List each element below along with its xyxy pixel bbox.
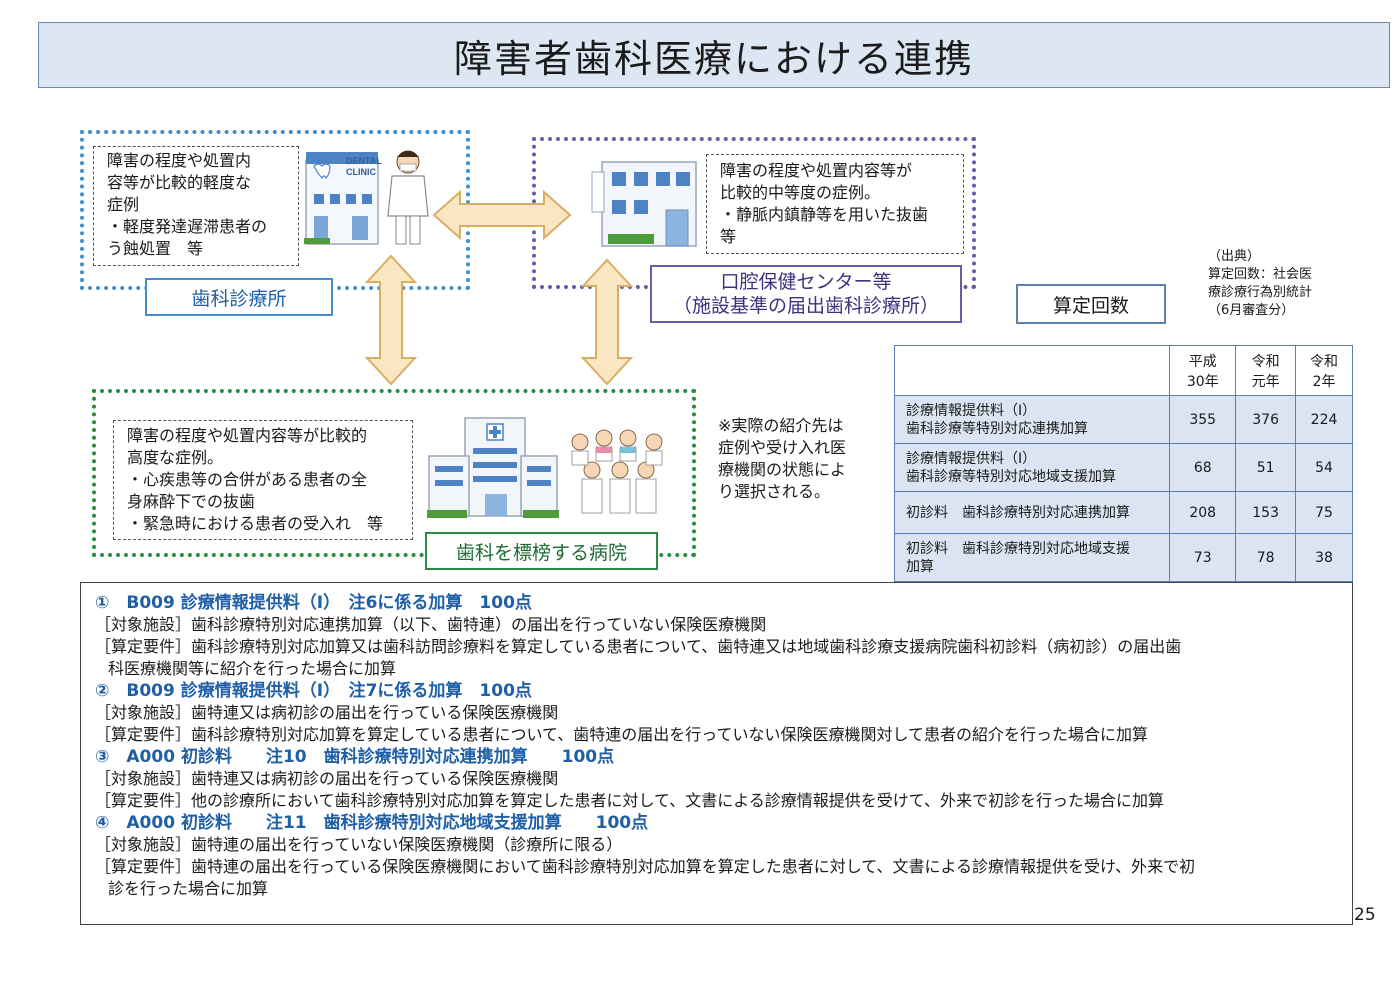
- table-row-label: 初診料 歯科診療特別対応連携加算: [893, 491, 1171, 534]
- table-cell: 376: [1235, 395, 1297, 444]
- clinic-label: 歯科診療所: [145, 278, 333, 316]
- center-description: 障害の程度や処置内容等が 比較的中等度の症例。 ・静脈内鎮静等を用いた抜歯 等: [706, 154, 964, 254]
- santei-count-label: 算定回数: [1016, 284, 1166, 324]
- fee-notes-panel: ① B009 診療情報提供料（Ⅰ） 注6に係る加算 100点 ［対象施設］歯科診…: [80, 582, 1353, 925]
- referral-note: ※実際の紹介先は 症例や受け入れ医 療機関の状態によ り選択される。: [718, 415, 883, 503]
- center-text-line: ・静脈内鎮静等を用いた抜歯: [720, 205, 929, 224]
- note-line: ［算定要件］歯科診療特別対応加算又は歯科訪問診療料を算定している患者について、歯…: [95, 637, 1182, 656]
- note-heading: ④ A000 初診料 注11 歯科診療特別対応地域支援加算 100点: [95, 813, 649, 833]
- note-line: ［対象施設］歯特連又は病初診の届出を行っている保険医療機関: [95, 769, 559, 788]
- table-cell: 68: [1169, 443, 1237, 492]
- source-note: （出典） 算定回数：社会医 療診療行為別統計 （6月審査分）: [1208, 248, 1358, 320]
- center-text-line: 等: [720, 227, 737, 246]
- clinic-text-line: 症例: [107, 195, 140, 214]
- note-line: ［算定要件］歯特連の届出を行っている保険医療機関において歯科診療特別対応加算を算…: [95, 857, 1196, 876]
- clinic-text-line: ・軽度発達遅滞患者の: [107, 217, 268, 236]
- table-cell: 73: [1169, 533, 1237, 582]
- table-row: 初診料 歯科診療特別対応連携加算 208 153 75: [893, 491, 1353, 534]
- clinic-text-line: う蝕処置 等: [107, 239, 204, 258]
- medical-staff-group-icon: [571, 429, 663, 514]
- note-line: 科医療機関等に紹介を行った場合に加算: [108, 659, 397, 678]
- clinic-description: 障害の程度や処置内 容等が比較的軽度な 症例 ・軽度発達遅滞患者の う蝕処置 等: [93, 146, 299, 266]
- center-label: 口腔保健センター等 （施設基準の届出歯科診療所）: [650, 265, 962, 323]
- table-cell: 208: [1169, 491, 1237, 534]
- table-row-label: 診療情報提供料（Ⅰ）歯科診療等特別対応連携加算: [893, 395, 1171, 444]
- source-note-line: 算定回数：社会医: [1208, 267, 1313, 282]
- dental-clinic-icon: DENTAL CLINIC: [304, 150, 429, 245]
- clinic-hospital-double-arrow: [365, 254, 417, 386]
- table-row-label: 初診料 歯科診療特別対応地域支援加算: [893, 533, 1171, 582]
- table-cell: 54: [1295, 443, 1353, 492]
- table-cell: 153: [1235, 491, 1297, 534]
- clinic-center-double-arrow: [432, 190, 572, 240]
- clinic-sign-text: DENTAL: [346, 156, 382, 166]
- table-cell: 224: [1295, 395, 1353, 444]
- note-heading: ② B009 診療情報提供料（Ⅰ） 注7に係る加算 100点: [95, 681, 532, 701]
- table-cell: 355: [1169, 395, 1237, 444]
- hospital-text-line: 障害の程度や処置内容等が比較的: [127, 426, 368, 445]
- referral-note-line: 療機関の状態によ: [718, 460, 847, 479]
- note-heading: ① B009 診療情報提供料（Ⅰ） 注6に係る加算 100点: [95, 593, 532, 613]
- note-line: ［算定要件］他の診療所において歯科診療特別対応加算を算定した患者に対して、文書に…: [95, 791, 1164, 810]
- center-text-line: 比較的中等度の症例。: [720, 183, 881, 202]
- clinic-text-line: 容等が比較的軽度な: [107, 173, 252, 192]
- hospital-text-line: 高度な症例。: [127, 448, 224, 467]
- table-header-cell: 令和元年: [1235, 345, 1297, 396]
- note-line: ［対象施設］歯特連又は病初診の届出を行っている保険医療機関: [95, 703, 559, 722]
- clinic-text-line: 障害の程度や処置内: [107, 151, 252, 170]
- referral-note-line: ※実際の紹介先は: [718, 416, 844, 435]
- hospital-text-line: ・心疾患等の合併がある患者の全: [127, 470, 368, 489]
- page-title: 障害者歯科医療における連携: [453, 36, 974, 81]
- page-number: 25: [1354, 905, 1376, 925]
- title-banner: 障害者歯科医療における連携: [38, 22, 1390, 88]
- referral-note-line: り選択される。: [718, 482, 831, 501]
- oral-health-center-building-icon: [591, 161, 697, 247]
- hospital-text-line: ・緊急時における患者の受入れ 等: [127, 514, 384, 533]
- hospital-label: 歯科を標榜する病院: [425, 532, 658, 570]
- source-note-line: 療診療行為別統計: [1208, 285, 1313, 300]
- table-row: 初診料 歯科診療特別対応地域支援加算 73 78 38: [893, 533, 1353, 582]
- table-header-corner: [893, 345, 1171, 396]
- note-heading: ③ A000 初診料 注10 歯科診療特別対応連携加算 100点: [95, 747, 615, 767]
- center-hospital-double-arrow: [581, 258, 633, 386]
- note-line: ［算定要件］歯科診療特別対応加算を算定している患者について、歯特連の届出を行って…: [95, 725, 1148, 744]
- note-line: ［対象施設］歯特連の届出を行っていない保険医療機関（診療所に限る）: [95, 835, 623, 854]
- table-cell: 78: [1235, 533, 1297, 582]
- table-cell: 51: [1235, 443, 1297, 492]
- referral-note-line: 症例や受け入れ医: [718, 438, 847, 457]
- note-line: 診を行った場合に加算: [108, 879, 269, 898]
- table-row: 診療情報提供料（Ⅰ）歯科診療等特別対応地域支援加算 68 51 54: [893, 443, 1353, 492]
- table-cell: 75: [1295, 491, 1353, 534]
- hospital-building-icon: [427, 417, 559, 518]
- hospital-frame: [92, 389, 696, 557]
- hospital-text-line: 身麻酔下での抜歯: [127, 492, 256, 511]
- table-row-label: 診療情報提供料（Ⅰ）歯科診療等特別対応地域支援加算: [893, 443, 1171, 492]
- hospital-description: 障害の程度や処置内容等が比較的 高度な症例。 ・心疾患等の合併がある患者の全 身…: [113, 420, 413, 540]
- table-cell: 38: [1295, 533, 1353, 582]
- source-note-line: （出典）: [1208, 249, 1261, 264]
- note-line: ［対象施設］歯科診療特別対応連携加算（以下、歯特連）の届出を行っていない保険医療…: [95, 615, 767, 634]
- source-note-line: （6月審査分）: [1208, 303, 1295, 318]
- table-row: 診療情報提供料（Ⅰ）歯科診療等特別対応連携加算 355 376 224: [893, 395, 1353, 444]
- clinic-sign-text: CLINIC: [346, 167, 376, 177]
- center-text-line: 障害の程度や処置内容等が: [720, 161, 913, 180]
